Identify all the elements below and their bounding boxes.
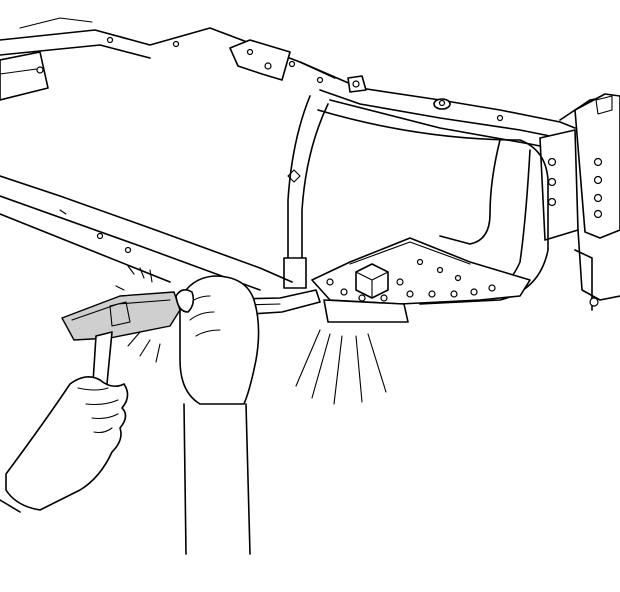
lower-bracket — [323, 299, 409, 323]
vertical-post — [283, 95, 329, 289]
glove-holding-chisel — [175, 275, 260, 555]
upper-cross-rail — [288, 60, 576, 151]
frame-side-rail — [0, 175, 293, 291]
upper-bracket — [229, 39, 291, 81]
glove-holding-hammer — [0, 376, 129, 513]
right-frame-horn — [539, 93, 620, 311]
mounting-plate — [311, 237, 531, 305]
impact-lines-right — [295, 329, 387, 405]
impact-lines-left — [115, 265, 161, 363]
